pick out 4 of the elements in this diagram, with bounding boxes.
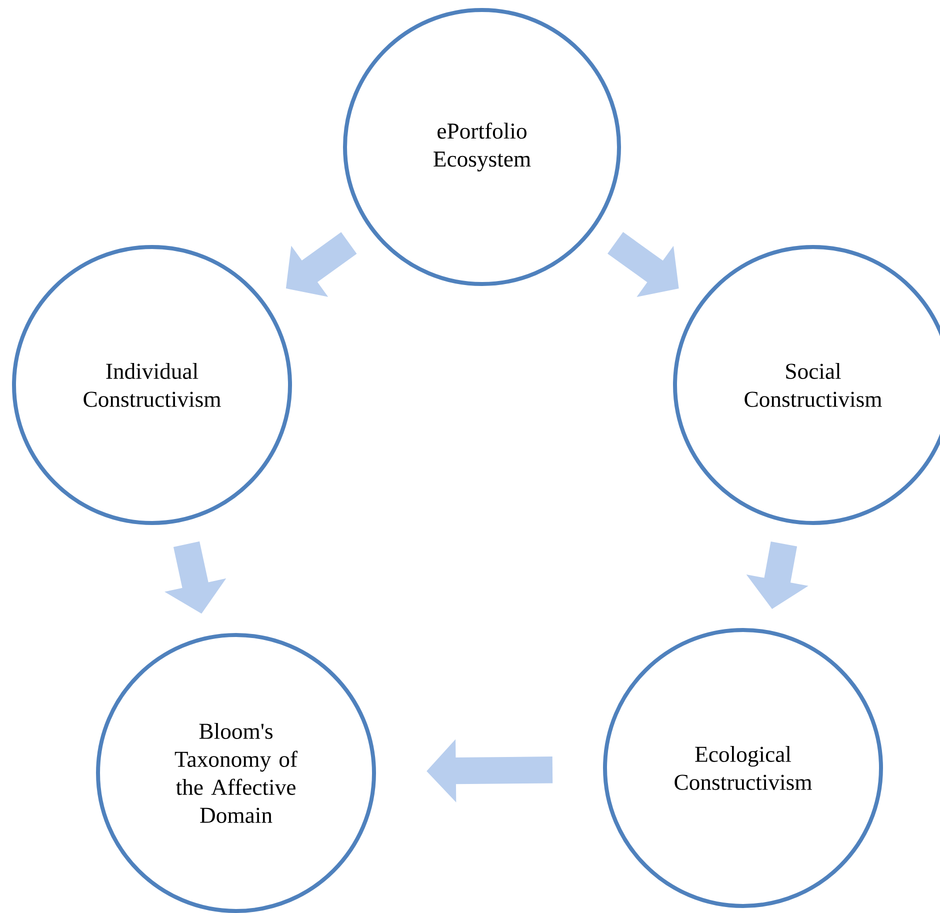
circle-node: Individual Constructivism: [12, 245, 292, 525]
circle-node: Bloom's Taxonomy of the Affective Domain: [96, 633, 376, 913]
circle-node: Ecological Constructivism: [603, 628, 883, 908]
circle-node: ePortfolio Ecosystem: [343, 8, 621, 286]
